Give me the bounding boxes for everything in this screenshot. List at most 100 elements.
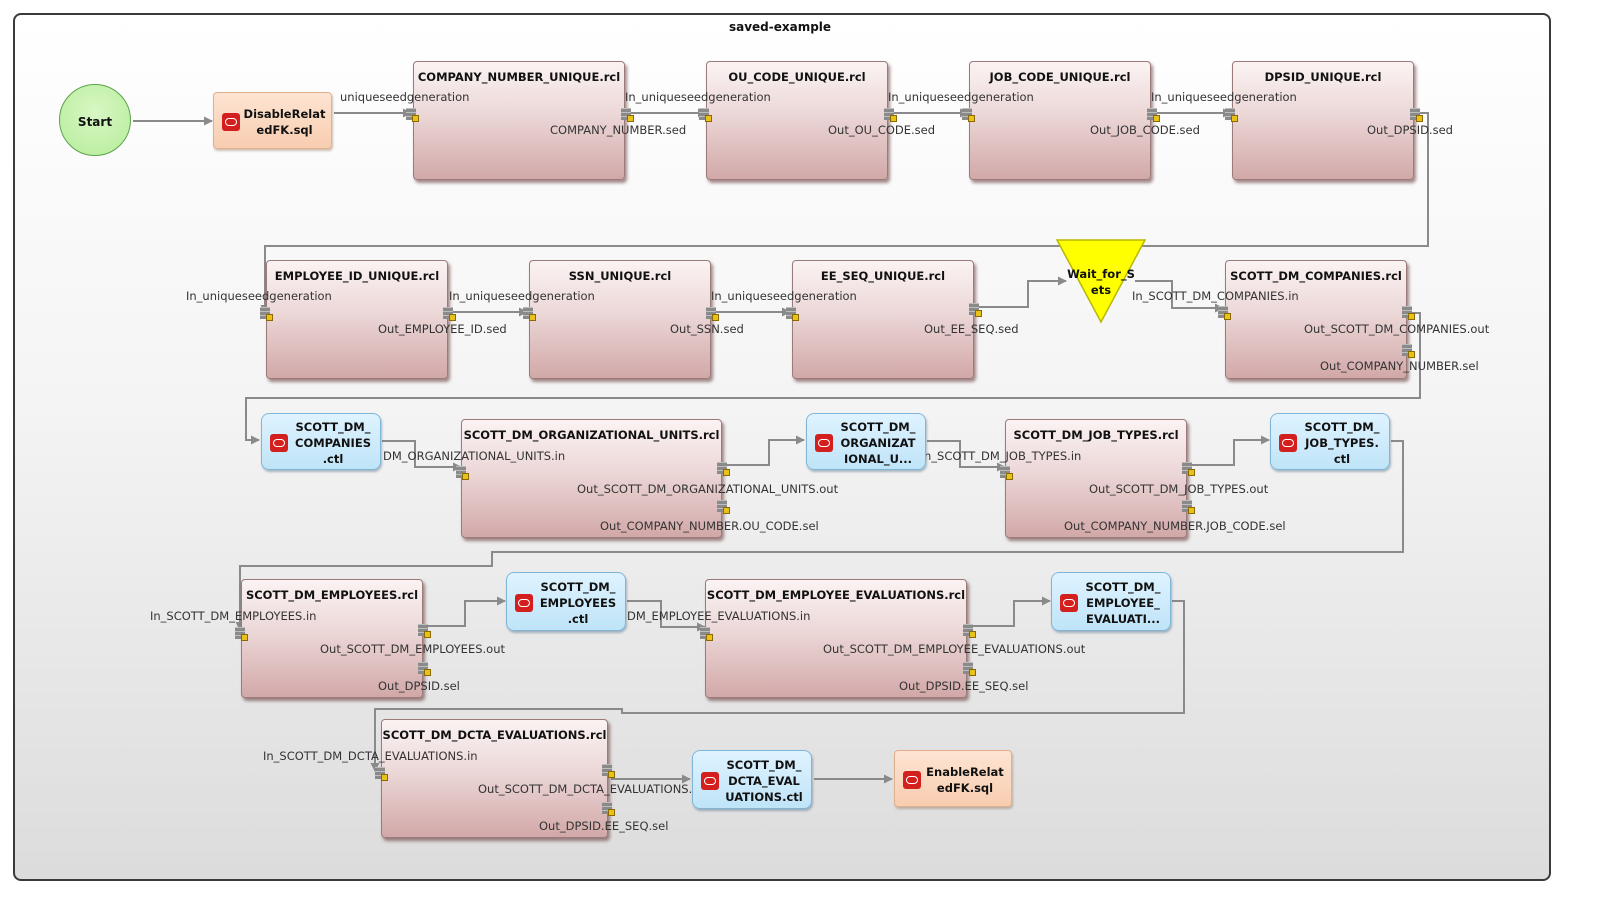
loader-control-node[interactable]: SCOTT_DM_ COMPANIES .ctl bbox=[261, 413, 381, 470]
transform-node[interactable]: SCOTT_DM_EMPLOYEE_EVALUATIONS.rcl bbox=[705, 579, 967, 698]
wire-evaluations-to-evaluations-ctl bbox=[970, 596, 1051, 627]
transform-node[interactable]: SCOTT_DM_DCTA_EVALUATIONS.rcl bbox=[381, 719, 608, 838]
output-port-icon bbox=[1147, 108, 1160, 122]
output-port-icon bbox=[963, 624, 976, 638]
oracle-icon bbox=[1060, 593, 1078, 612]
sql-script-node[interactable]: EnableRelat edFK.sql bbox=[894, 750, 1012, 807]
output-port-label: Out_OU_CODE.sed bbox=[828, 123, 936, 137]
oracle-icon bbox=[903, 770, 921, 789]
input-port-icon bbox=[786, 307, 799, 321]
loader-control-node[interactable]: SCOTT_DM_ DCTA_EVAL UATIONS.ctl bbox=[692, 750, 812, 809]
input-port-label: In_uniqueseedgeneration bbox=[1151, 90, 1297, 104]
transform-node[interactable]: OU_CODE_UNIQUE.rcl bbox=[706, 61, 888, 180]
transform-node[interactable]: DPSID_UNIQUE.rcl bbox=[1232, 61, 1414, 180]
output-port-icon bbox=[963, 662, 976, 676]
output-port-label: Out_DPSID.EE_SEQ.sel bbox=[899, 679, 1029, 693]
transform-title: EMPLOYEE_ID_UNIQUE.rcl bbox=[274, 269, 440, 283]
transform-title: SSN_UNIQUE.rcl bbox=[568, 269, 672, 283]
wait-label: Wait_for_S ets bbox=[1067, 267, 1135, 297]
input-port-icon bbox=[406, 108, 419, 122]
loader-control-node[interactable]: SCOTT_DM_ ORGANIZAT IONAL_U... bbox=[806, 413, 926, 470]
transform-title: SCOTT_DM_DCTA_EVALUATIONS.rcl bbox=[382, 728, 607, 742]
output-port-label: Out_SCOTT_DM_EMPLOYEE_EVALUATIONS.out bbox=[823, 642, 1086, 656]
output-port-label: Out_DPSID.sel bbox=[378, 679, 460, 693]
output-port-label: Out_EMPLOYEE_ID.sed bbox=[378, 322, 507, 336]
transform-node[interactable]: SCOTT_DM_ORGANIZATIONAL_UNITS.rcl bbox=[461, 419, 722, 538]
input-port-label: n_SCOTT_DM_JOB_TYPES.in bbox=[924, 449, 1082, 463]
transform-node[interactable]: SCOTT_DM_JOB_TYPES.rcl bbox=[1005, 419, 1187, 538]
output-port-icon bbox=[1182, 462, 1195, 476]
input-port-label: In_SCOTT_DM_COMPANIES.in bbox=[1132, 289, 1299, 303]
loader-control-node-label: SCOTT_DM_ JOB_TYPES. ctl bbox=[1304, 419, 1380, 466]
wire-ee-seq-to-wait bbox=[976, 276, 1067, 308]
loader-control-node[interactable]: SCOTT_DM_ JOB_TYPES. ctl bbox=[1270, 413, 1390, 470]
input-port-icon bbox=[1000, 466, 1013, 480]
input-port-icon bbox=[375, 767, 388, 781]
output-port-label: Out_COMPANY_NUMBER.JOB_CODE.sel bbox=[1064, 519, 1286, 533]
transform-node[interactable]: JOB_CODE_UNIQUE.rcl bbox=[969, 61, 1151, 180]
input-port-icon bbox=[1218, 306, 1231, 320]
wire-companies-ctl-to-org-units bbox=[382, 440, 462, 472]
wire-org-units-to-org-ctl bbox=[723, 435, 805, 466]
transform-title: SCOTT_DM_ORGANIZATIONAL_UNITS.rcl bbox=[463, 428, 720, 442]
transform-title: SCOTT_DM_JOB_TYPES.rcl bbox=[1013, 428, 1179, 442]
output-port-icon bbox=[1402, 306, 1415, 320]
output-port-icon bbox=[418, 662, 431, 676]
sql-script-node-label: DisableRelat edFK.sql bbox=[243, 106, 326, 137]
output-port-label: COMPANY_NUMBER.sed bbox=[550, 123, 687, 137]
oracle-icon bbox=[515, 593, 533, 612]
input-port-label: In_uniqueseedgeneration bbox=[888, 90, 1034, 104]
transform-node[interactable]: EMPLOYEE_ID_UNIQUE.rcl bbox=[266, 260, 448, 379]
output-port-label: Out_SSN.sed bbox=[670, 322, 744, 336]
input-port-icon bbox=[700, 627, 713, 641]
output-port-icon bbox=[706, 307, 719, 321]
transform-title: JOB_CODE_UNIQUE.rcl bbox=[989, 70, 1131, 84]
output-port-icon bbox=[1402, 344, 1415, 358]
output-port-label: Out_DPSID.EE_SEQ.sel bbox=[539, 819, 669, 833]
transform-node[interactable]: SSN_UNIQUE.rcl bbox=[529, 260, 711, 379]
start-node[interactable]: Start bbox=[59, 84, 131, 156]
output-port-icon bbox=[443, 307, 456, 321]
output-port-icon bbox=[602, 802, 615, 816]
input-port-icon bbox=[699, 108, 712, 122]
input-port-label: uniqueseedgeneration bbox=[340, 90, 470, 104]
output-port-label: Out_JOB_CODE.sed bbox=[1090, 123, 1200, 137]
start-label: Start bbox=[77, 115, 113, 129]
oracle-icon bbox=[815, 433, 833, 452]
input-port-icon bbox=[1225, 108, 1238, 122]
transform-title: SCOTT_DM_EMPLOYEE_EVALUATIONS.rcl bbox=[706, 588, 966, 602]
output-port-icon bbox=[884, 108, 897, 122]
input-port-label: In_uniqueseedgeneration bbox=[711, 289, 857, 303]
input-port-icon bbox=[260, 307, 273, 321]
loader-control-node-label: SCOTT_DM_ COMPANIES .ctl bbox=[295, 419, 371, 466]
wire-evaluations-ctl-to-dcta bbox=[370, 600, 1185, 772]
input-port-label: DM_EMPLOYEE_EVALUATIONS.in bbox=[627, 609, 811, 623]
loader-control-node-label: SCOTT_DM_ EMPLOYEES .ctl bbox=[539, 579, 617, 626]
wire-org-ctl-to-job-types bbox=[927, 440, 1006, 472]
output-port-label: Out_SCOTT_DM_COMPANIES.out bbox=[1304, 322, 1490, 336]
output-port-icon bbox=[1182, 500, 1195, 514]
sql-script-node[interactable]: DisableRelat edFK.sql bbox=[213, 92, 332, 149]
transform-title: OU_CODE_UNIQUE.rcl bbox=[728, 70, 866, 84]
oracle-icon bbox=[1279, 433, 1297, 452]
loader-control-node[interactable]: SCOTT_DM_ EMPLOYEES .ctl bbox=[506, 572, 626, 631]
transform-title: EE_SEQ_UNIQUE.rcl bbox=[820, 269, 946, 283]
loader-control-node-label: SCOTT_DM_ ORGANIZAT IONAL_U... bbox=[840, 419, 916, 466]
output-port-label: Out_SCOTT_DM_EMPLOYEES.out bbox=[320, 642, 505, 656]
output-port-icon bbox=[602, 764, 615, 778]
oracle-icon bbox=[222, 112, 240, 131]
output-port-label: Out_EE_SEQ.sed bbox=[924, 322, 1019, 336]
output-port-icon bbox=[1410, 108, 1423, 122]
output-port-label: Out_SCOTT_DM_DCTA_EVALUATIONS.o bbox=[478, 782, 700, 796]
transform-node[interactable]: EE_SEQ_UNIQUE.rcl bbox=[792, 260, 974, 379]
transform-node[interactable]: COMPANY_NUMBER_UNIQUE.rcl bbox=[413, 61, 625, 180]
input-port-label: In_SCOTT_DM_EMPLOYEES.in bbox=[150, 609, 317, 623]
wire-dpsid-to-employee-id bbox=[260, 112, 1429, 314]
output-port-icon bbox=[418, 624, 431, 638]
transform-title: SCOTT_DM_EMPLOYEES.rcl bbox=[245, 588, 419, 602]
loader-control-node[interactable]: SCOTT_DM_ EMPLOYEE_ EVALUATI... bbox=[1051, 572, 1171, 631]
wait-node[interactable] bbox=[1055, 238, 1147, 324]
transform-node[interactable]: SCOTT_DM_COMPANIES.rcl bbox=[1225, 260, 1407, 379]
transform-title: SCOTT_DM_COMPANIES.rcl bbox=[1230, 269, 1402, 283]
